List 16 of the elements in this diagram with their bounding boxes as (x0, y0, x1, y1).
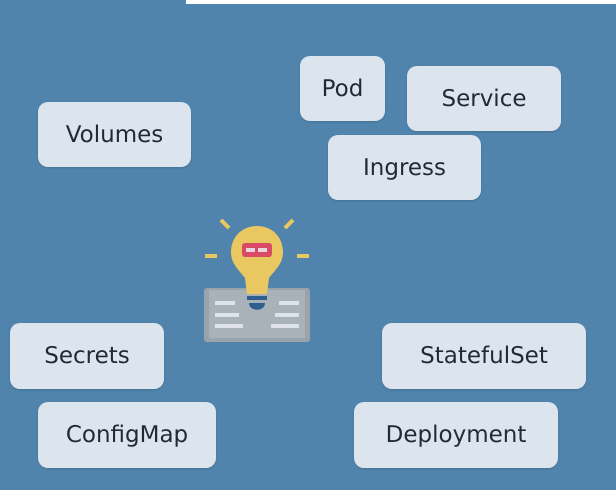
term-label: Ingress (362, 154, 446, 180)
term-card (10, 323, 164, 389)
term-card (328, 135, 481, 200)
term-card (38, 402, 216, 468)
term-label: Pod (322, 76, 364, 102)
term-label: Service (441, 86, 526, 112)
term-card (300, 56, 385, 121)
term-card (407, 66, 561, 131)
term-card (38, 102, 191, 167)
term-label: Deployment (386, 422, 526, 448)
term-card (382, 323, 586, 389)
term-label: ConfigMap (66, 422, 188, 448)
term-card (354, 402, 558, 468)
term-label: Secrets (44, 343, 130, 369)
term-label: Volumes (66, 122, 164, 148)
term-label: StatefulSet (420, 343, 548, 369)
